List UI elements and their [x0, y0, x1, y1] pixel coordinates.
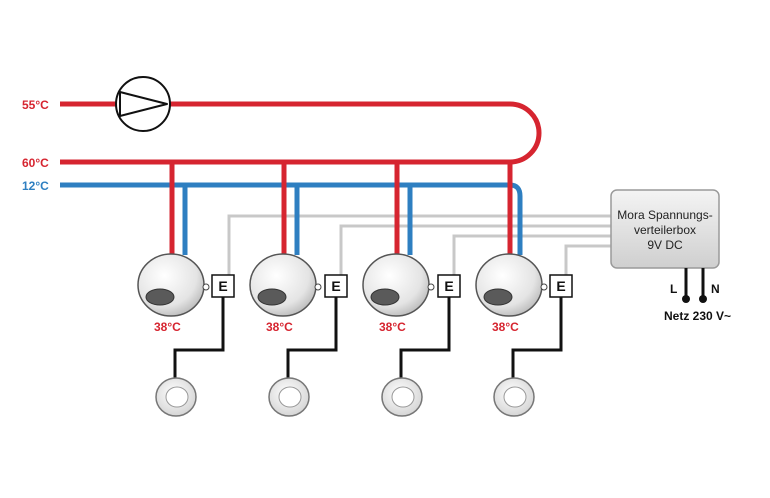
module-label: E: [218, 278, 227, 294]
neutral-label: N: [711, 282, 720, 296]
neutral-terminal-icon: [699, 295, 707, 303]
mains-voltage-label: Netz 230 V~: [664, 309, 731, 323]
aerator-icon: [145, 288, 175, 306]
electronic-module-box: [437, 274, 461, 298]
live-label: L: [670, 282, 677, 296]
box-line-1: Mora Spannungs-: [617, 208, 712, 222]
outlet-2: E 38°C: [249, 253, 348, 417]
live-terminal-icon: [682, 295, 690, 303]
cold-water-line: [60, 182, 523, 255]
outlet-temp-label: 38°C: [266, 320, 293, 334]
outlet-temp-label: 38°C: [154, 320, 181, 334]
electronic-module-box: [549, 274, 573, 298]
outlet-1: E 38°C: [137, 253, 235, 417]
mixer-valve-icon: [475, 253, 543, 317]
hot-temp-label: 60°C: [22, 156, 49, 170]
mixer-valve-icon: [362, 253, 430, 317]
box-line-3: 9V DC: [647, 238, 683, 252]
module-label: E: [331, 278, 340, 294]
electronic-module-box: [211, 274, 235, 298]
outlet-temp-label: 38°C: [379, 320, 406, 334]
mains-connection: L N Netz 230 V~: [664, 268, 731, 323]
control-cable: [511, 297, 563, 378]
box-line-2: verteilerbox: [634, 223, 696, 237]
outlet-4: E 38°C: [475, 253, 573, 417]
mixer-valve-icon: [137, 253, 205, 317]
hot-drops: [169, 162, 400, 255]
cold-drops: [182, 185, 413, 255]
loop-temp-label: 55°C: [22, 98, 49, 112]
aerator-icon: [257, 288, 287, 306]
control-cable: [399, 297, 451, 378]
control-cable: [173, 297, 225, 378]
circulation-pump-icon: [115, 76, 171, 132]
distribution-box: Mora Spannungs- verteilerbox 9V DC: [610, 189, 720, 269]
electronic-module-box: [324, 274, 348, 298]
aerator-icon: [370, 288, 400, 306]
module-label: E: [556, 278, 565, 294]
aerator-icon: [483, 288, 513, 306]
outlet-temp-label: 38°C: [492, 320, 519, 334]
control-cable: [286, 297, 338, 378]
hot-water-loop: [60, 101, 542, 165]
module-label: E: [444, 278, 453, 294]
outlet-3: E 38°C: [362, 253, 461, 417]
cold-temp-label: 12°C: [22, 179, 49, 193]
mixer-valve-icon: [249, 253, 317, 317]
